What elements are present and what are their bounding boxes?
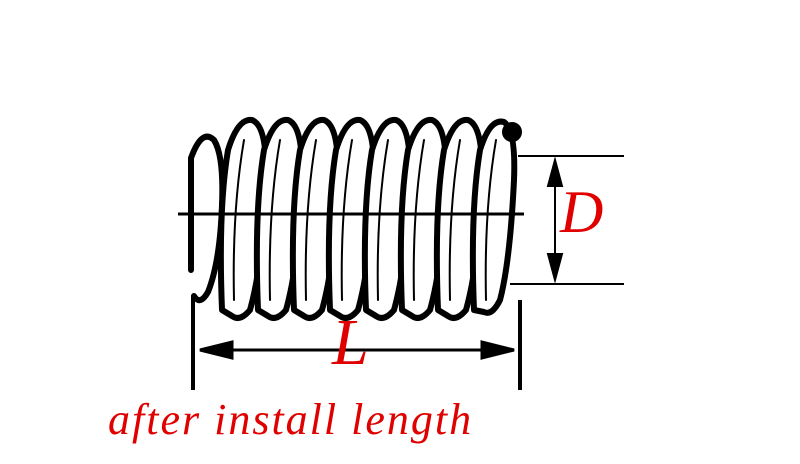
coil-turns [217, 116, 518, 321]
diameter-label: D [560, 179, 604, 245]
coil-tang [502, 122, 522, 142]
diameter-dimension-arrow [546, 156, 564, 284]
coil-spring [188, 116, 522, 321]
coil-end-left [188, 133, 226, 304]
length-dimension-arrow [199, 340, 515, 360]
length-label: L [332, 306, 369, 379]
caption-text: after install length [108, 395, 474, 444]
